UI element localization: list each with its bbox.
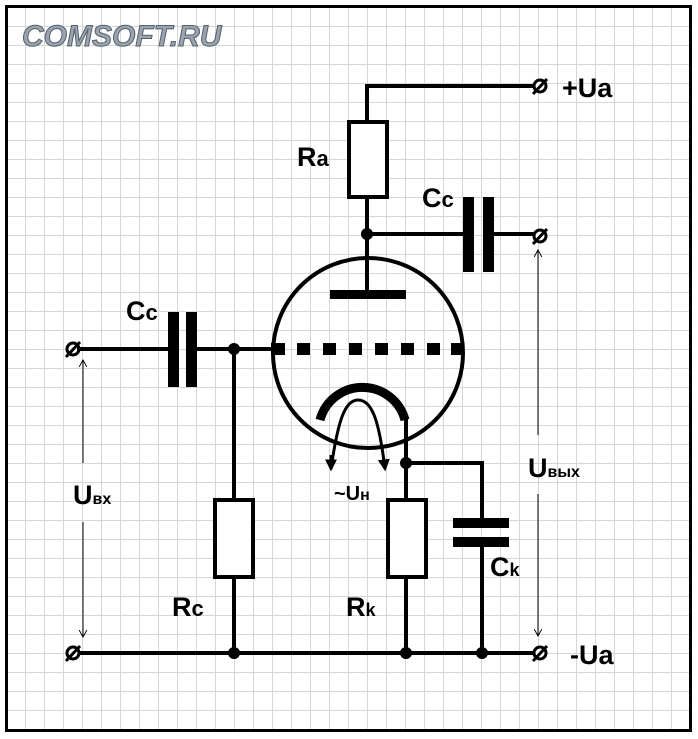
- resistor-ra: [347, 120, 389, 199]
- capacitor-cc-input: [168, 312, 197, 387]
- tube-cathode: [315, 382, 410, 422]
- ground-junction-rc: [228, 647, 240, 659]
- label-rc: Rc: [172, 592, 204, 622]
- label-output-voltage: Uвых: [528, 453, 580, 483]
- resistor-rc: [213, 498, 255, 579]
- ground-junction-rk: [400, 647, 412, 659]
- label-cc-input: Cc: [126, 296, 158, 326]
- terminal-output: [531, 227, 549, 246]
- capacitor-ck: [453, 518, 509, 547]
- label-heater-voltage: ~Uн: [334, 483, 370, 505]
- tube-control-grid: [271, 343, 464, 355]
- label-rk: Rk: [346, 592, 377, 622]
- cathode-cap-wire: [404, 461, 484, 522]
- terminal-plus-ua: [531, 77, 549, 96]
- label-ra: Ra: [297, 142, 330, 172]
- label-plus-ua: +Ua: [562, 73, 613, 103]
- tube-heater: [329, 398, 390, 472]
- label-cc-output: Cc: [422, 183, 454, 213]
- tube-anode-plate: [330, 290, 406, 299]
- triode-tube: [271, 256, 465, 472]
- terminal-minus-ua: [531, 644, 549, 663]
- label-ck: Ck: [490, 552, 521, 582]
- capacitor-cc-output: [463, 197, 494, 272]
- label-input-voltage: Uвх: [73, 480, 111, 510]
- resistor-rk: [386, 498, 428, 579]
- supply-positive-wire: [365, 84, 540, 124]
- label-minus-ua: -Ua: [570, 640, 614, 670]
- terminal-ground-left: [64, 644, 82, 663]
- watermark-text: COMSOFT.RU: [22, 20, 223, 53]
- ground-junction-ck: [476, 647, 488, 659]
